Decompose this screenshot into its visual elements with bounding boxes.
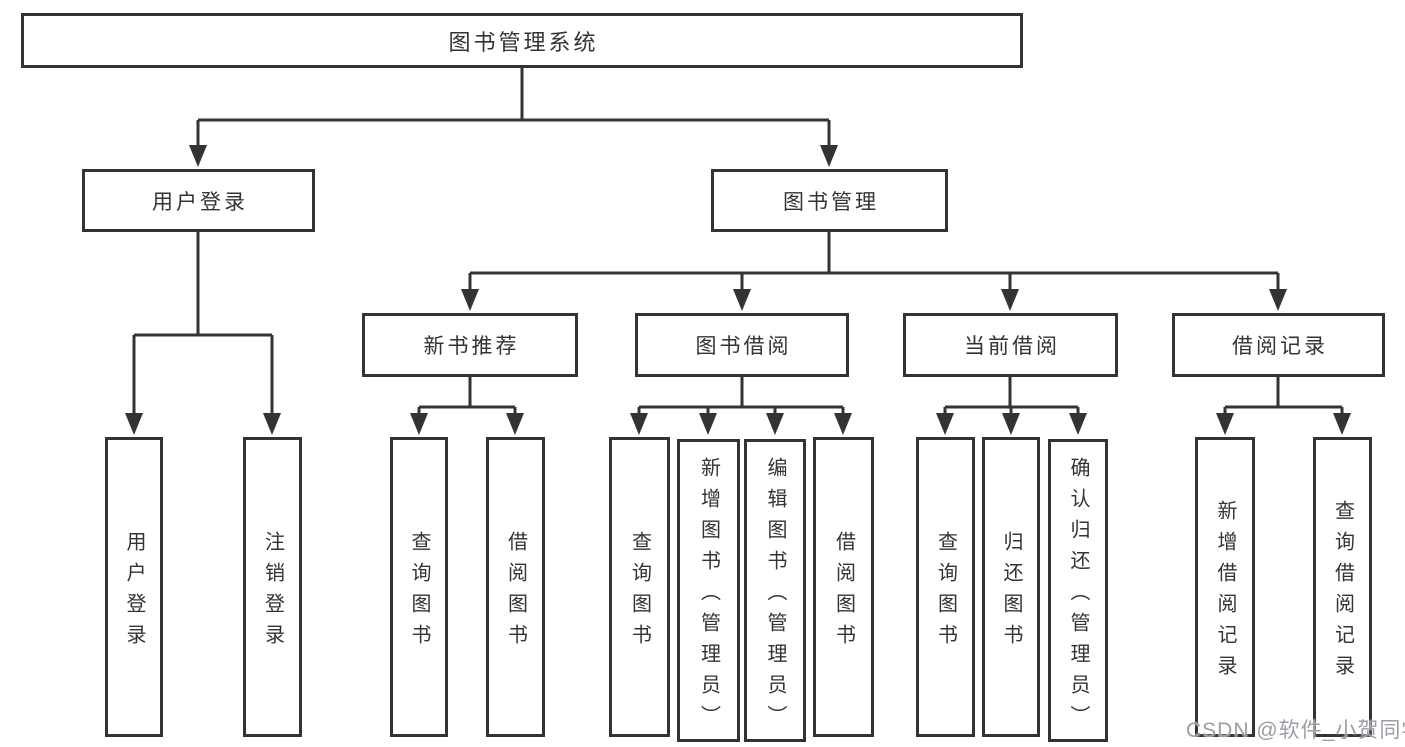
arrow-down-icon [699,413,717,435]
leaf-borrow-books-borrowing: 借阅图书 [813,437,874,737]
leaf-edit-books-admin: 编辑图书（管理员） [744,439,806,742]
arrow-down-icon [410,413,428,435]
fork-borrowing-records-to-leaves [1223,377,1344,418]
arrow-down-icon [834,413,852,435]
leaf-query-books-borrowing: 查询图书 [609,437,670,737]
leaf-add-books-admin: 新增图书（管理员） [677,439,740,742]
arrow-down-icon [1069,413,1087,435]
leaf-borrow-books-borrowing-label: 借阅图书 [832,530,855,655]
arrow-down-icon [733,289,751,311]
watermark: CSDN @软件_小贺同学 [1186,719,1405,742]
leaf-user-login: 用户登录 [105,437,163,737]
arrow-down-icon [1002,413,1020,435]
fork-root-to-level2 [196,68,831,150]
leaf-query-books-borrowing-label: 查询图书 [628,530,651,655]
fork-user-login-to-leaves [132,232,274,418]
leaf-add-books-admin-label: 新增图书（管理员） [697,456,720,736]
fork-new-book-recommend-to-leaves [417,377,517,418]
node-book-borrowing: 图书借阅 [635,313,849,377]
leaf-query-borrow-record: 查询借阅记录 [1313,437,1372,737]
leaf-borrow-books-recommend-label: 借阅图书 [504,530,527,655]
arrow-down-icon [189,145,207,167]
arrow-down-icon [263,413,281,435]
node-new-book-recommend: 新书推荐 [362,313,578,377]
leaf-query-books-current: 查询图书 [916,437,975,737]
leaf-return-books: 归还图书 [982,437,1040,737]
leaf-return-books-label: 归还图书 [1000,530,1022,655]
leaf-logout: 注销登录 [243,437,302,737]
arrow-down-icon [1216,413,1234,435]
fork-book-borrowing-to-leaves [637,377,845,418]
arrow-down-icon [630,413,648,435]
leaf-user-login-label: 用户登录 [123,530,145,655]
fork-book-management-to-level3 [468,232,1280,294]
leaf-add-borrow-record: 新增借阅记录 [1195,437,1255,737]
arrow-down-icon [506,413,524,435]
leaf-borrow-books-recommend: 借阅图书 [486,437,545,737]
leaf-query-borrow-record-label: 查询借阅记录 [1331,499,1354,686]
arrow-down-icon [1333,413,1351,435]
arrow-down-icon [936,413,954,435]
leaf-confirm-return-admin-label: 确认归还（管理员） [1067,456,1089,736]
leaf-logout-label: 注销登录 [261,530,284,655]
node-library-management-system: 图书管理系统 [21,13,1023,68]
connector-paths [132,68,1344,418]
leaf-query-books-recommend: 查询图书 [390,437,448,737]
leaf-query-books-recommend-label: 查询图书 [408,530,430,655]
arrow-down-icon [125,413,143,435]
arrow-down-icon [820,145,838,167]
leaf-query-books-current-label: 查询图书 [934,530,957,655]
arrow-down-icon [1269,289,1287,311]
leaf-edit-books-admin-label: 编辑图书（管理员） [764,456,786,736]
node-borrowing-records: 借阅记录 [1172,313,1385,377]
node-user-login: 用户登录 [82,169,315,232]
fork-current-borrowing-to-leaves [943,377,1080,418]
node-current-borrowing: 当前借阅 [903,313,1118,377]
arrowhead-icons [125,145,1351,435]
node-book-management: 图书管理 [711,169,948,232]
arrow-down-icon [1001,289,1019,311]
leaf-add-borrow-record-label: 新增借阅记录 [1214,499,1236,686]
leaf-confirm-return-admin: 确认归还（管理员） [1048,439,1108,742]
arrow-down-icon [766,413,784,435]
arrow-down-icon [461,289,479,311]
